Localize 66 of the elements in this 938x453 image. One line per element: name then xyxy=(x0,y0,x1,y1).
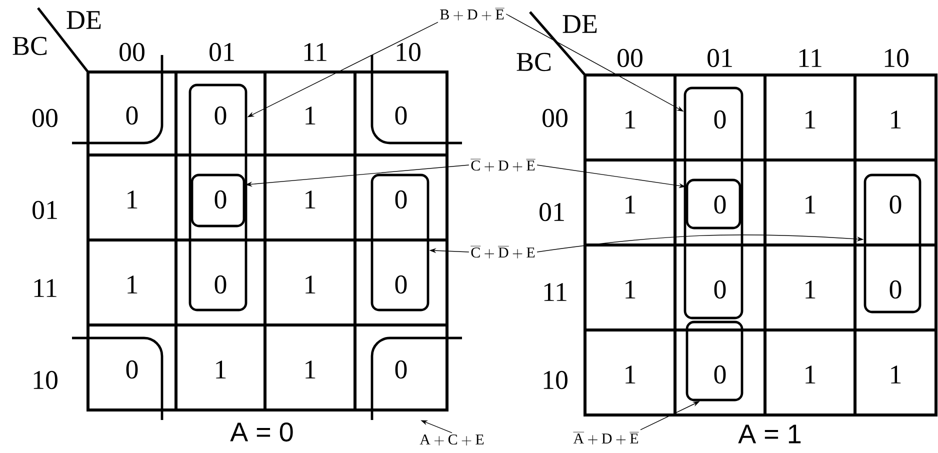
group-loop xyxy=(370,174,430,312)
group-loop-arc xyxy=(370,336,462,420)
expression-label: $\overline{\mathrm{A}} + \mathrm{D} + \overline{\mathrm{E}}$ xyxy=(572,430,640,446)
map-value: 0 xyxy=(395,275,407,294)
map-value: 1 xyxy=(626,110,636,128)
group-loop xyxy=(188,84,248,312)
map-value: 1 xyxy=(891,366,901,384)
axis-variables: DE xyxy=(562,15,597,33)
map-value: 0 xyxy=(214,106,226,125)
group-loop xyxy=(684,86,744,320)
map-value: 0 xyxy=(395,190,407,209)
map-value: 1 xyxy=(216,360,226,378)
column-code: 00 xyxy=(120,42,144,62)
expression-label: $\overline{\mathrm{C}} + \mathrm{D} + \overline{\mathrm{E}}$ xyxy=(469,157,537,174)
column-code: 10 xyxy=(884,48,908,68)
map-value: 1 xyxy=(806,366,816,384)
map-value: 1 xyxy=(128,190,138,208)
map-value: 1 xyxy=(306,276,316,294)
map-value: 0 xyxy=(395,106,407,125)
map-value: 0 xyxy=(890,280,902,299)
map-value: 1 xyxy=(891,110,901,128)
group-loop xyxy=(190,174,246,228)
map-value: 0 xyxy=(714,195,726,214)
map-value: 0 xyxy=(214,275,226,294)
map-value: 0 xyxy=(714,365,726,384)
map-value: 0 xyxy=(714,110,726,129)
axis-variables: BC xyxy=(12,36,47,56)
map-value: 1 xyxy=(806,280,816,298)
map-value: 0 xyxy=(890,195,902,214)
group-loop xyxy=(864,174,922,314)
map-value: 1 xyxy=(128,276,138,294)
row-code: 00 xyxy=(542,108,568,128)
expression-label: $\overline{\mathrm{C}} + \overline{\mathrm{D}} + \mathrm{E}$ xyxy=(469,244,537,260)
column-code: 11 xyxy=(304,43,326,61)
expression-label: $\mathrm{A} + \mathrm{C} + \mathrm{E}$ xyxy=(418,433,486,448)
row-code: 01 xyxy=(32,200,57,220)
row-code: 01 xyxy=(540,202,564,222)
map-value: 1 xyxy=(806,110,816,128)
map-value: 1 xyxy=(306,360,316,378)
column-code: 10 xyxy=(396,42,420,62)
row-code: 10 xyxy=(544,370,568,390)
column-code: 11 xyxy=(799,49,822,67)
map-value: 1 xyxy=(306,190,316,208)
map-value: 1 xyxy=(626,280,636,298)
column-code: 01 xyxy=(210,42,234,62)
map-value: 0 xyxy=(214,190,226,209)
group-loop-arc xyxy=(72,336,164,420)
expression-label: $\mathrm{B} + \mathrm{D} + \overline{\mathrm{E}}$ xyxy=(438,6,506,22)
row-code: 11 xyxy=(544,283,566,301)
column-code: 00 xyxy=(618,48,642,68)
map-value: 0 xyxy=(126,360,138,379)
map-value: 0 xyxy=(714,280,726,299)
row-code: 11 xyxy=(34,279,56,297)
map-value: 1 xyxy=(626,366,636,384)
map-value: 1 xyxy=(806,196,816,214)
axis-variables: BC xyxy=(516,52,551,72)
map-title: A = 1 xyxy=(738,424,801,444)
map-value: 0 xyxy=(395,360,407,379)
map-value: 0 xyxy=(126,106,138,125)
column-code: 01 xyxy=(708,48,732,68)
group-loop xyxy=(686,178,742,230)
map-value: 1 xyxy=(306,106,316,124)
group-loop xyxy=(686,320,744,402)
map-title: A = 0 xyxy=(230,422,293,442)
axis-variables: DE xyxy=(66,11,101,29)
map-value: 1 xyxy=(626,196,636,214)
